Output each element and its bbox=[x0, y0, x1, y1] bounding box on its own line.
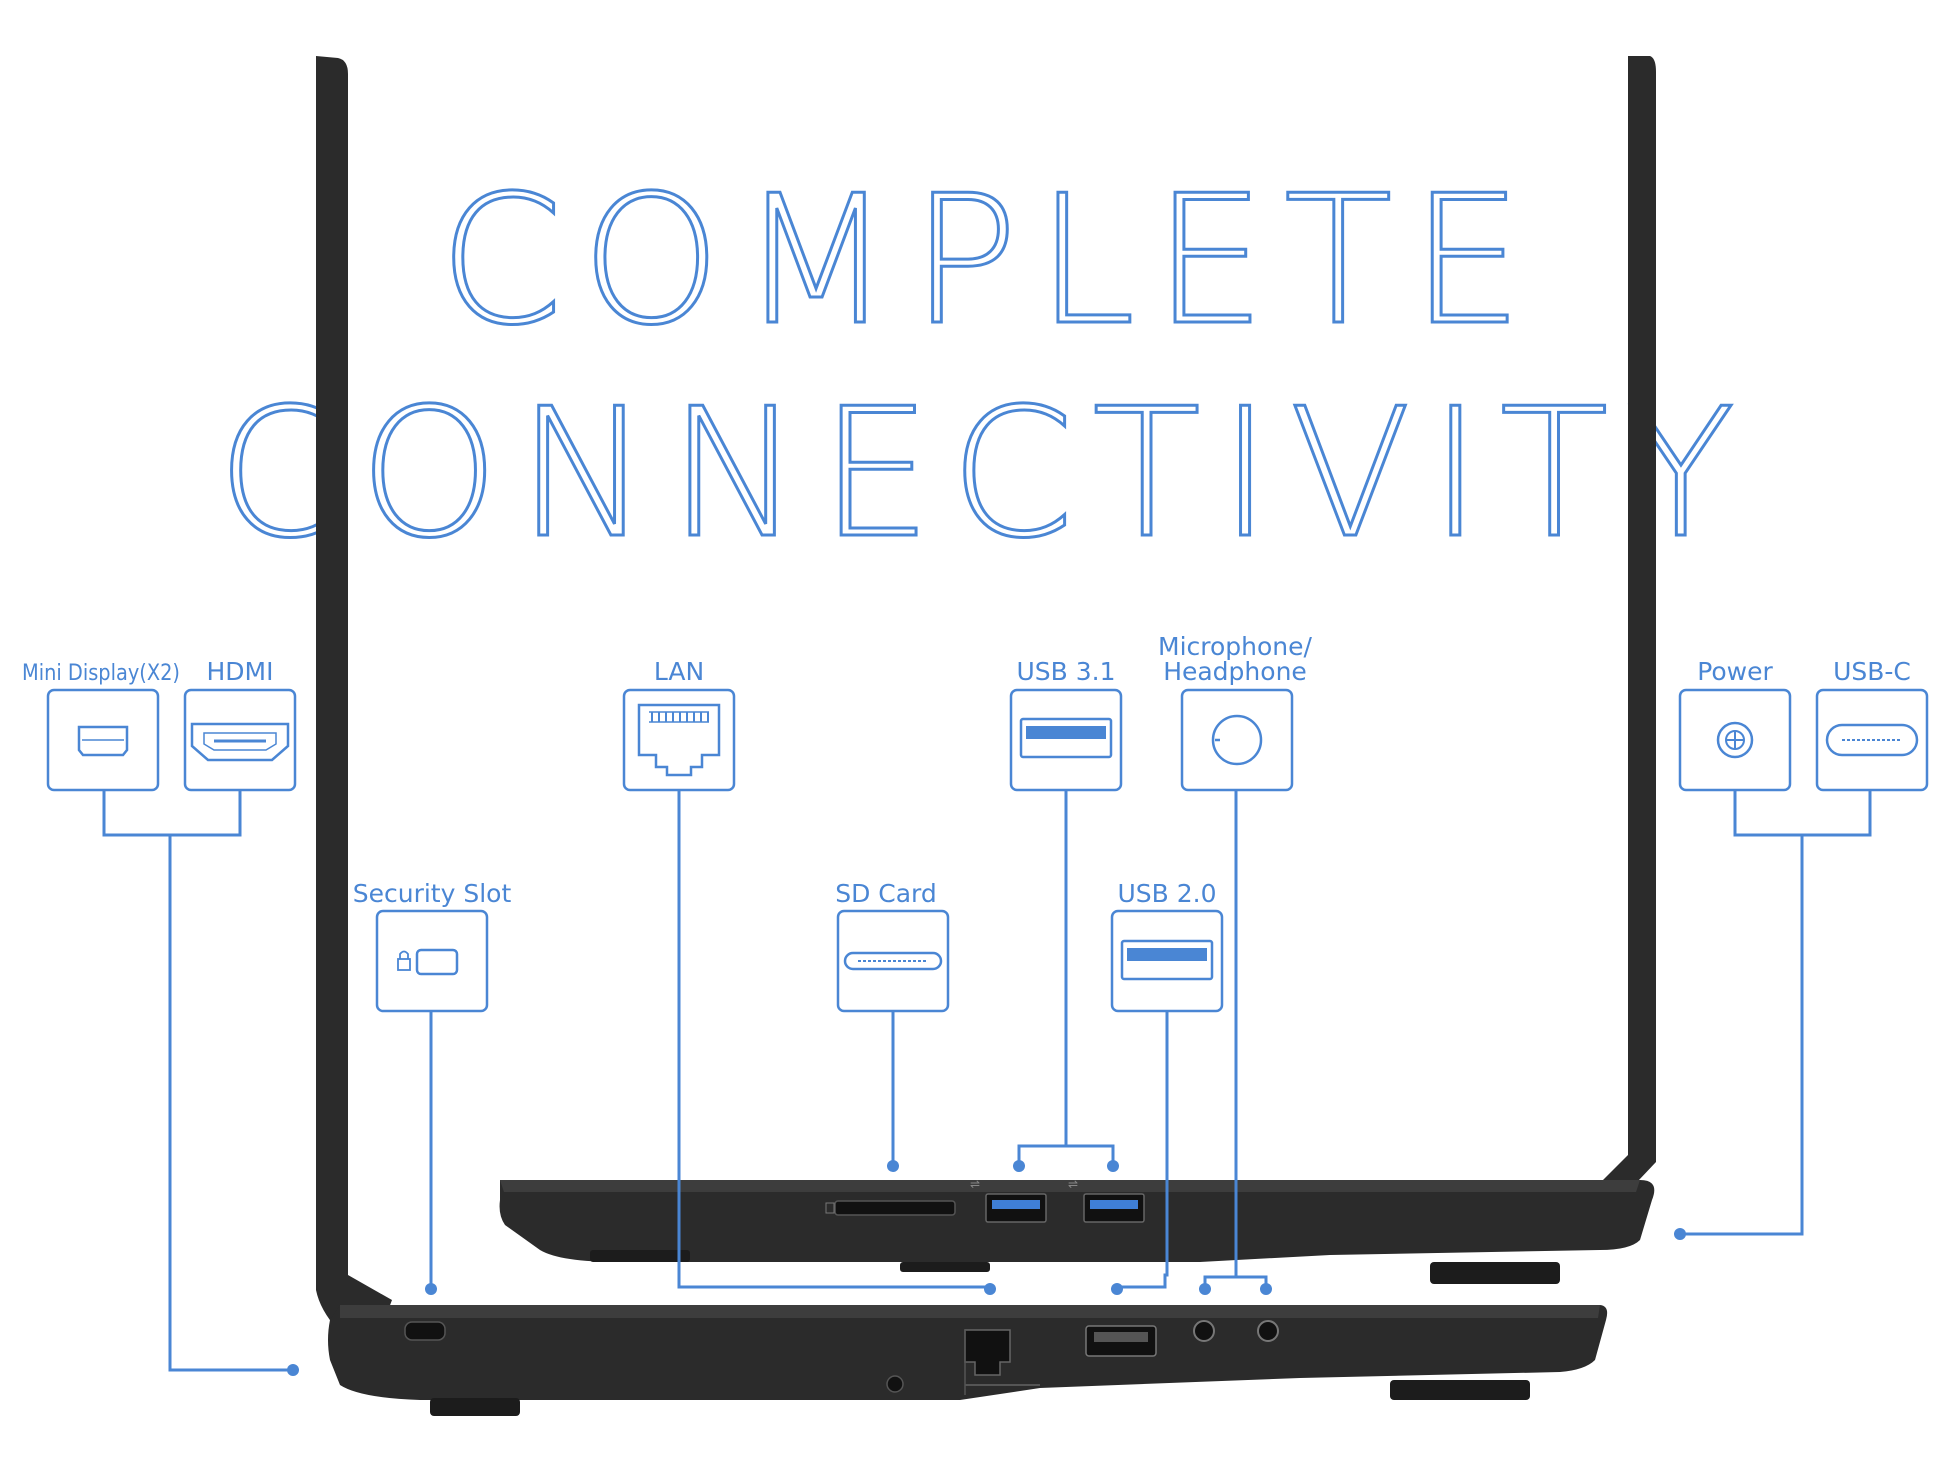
mic-label-line-1: Microphone/ bbox=[1158, 632, 1313, 661]
usb-c-icon bbox=[1825, 723, 1919, 757]
usb-a-icon bbox=[1019, 717, 1113, 759]
ethernet-icon bbox=[637, 703, 721, 777]
connector-lines bbox=[102, 790, 1872, 1372]
laptop-left-lid bbox=[316, 56, 392, 1345]
svg-text:⇌: ⇌ bbox=[970, 1177, 980, 1191]
sd-card-slot bbox=[834, 1200, 956, 1216]
lock-slot-icon bbox=[397, 948, 459, 976]
lan-port bbox=[964, 1329, 1011, 1376]
security-callout bbox=[375, 909, 489, 1013]
power-label: Power bbox=[1697, 657, 1773, 686]
sdcard-label: SD Card bbox=[835, 879, 937, 908]
headphone-jack bbox=[1257, 1320, 1279, 1342]
power-jack-icon bbox=[1716, 721, 1754, 759]
hdmi-label: HDMI bbox=[207, 657, 274, 686]
usb31-callout bbox=[1009, 688, 1123, 792]
mic-headphone-callout bbox=[1180, 688, 1294, 792]
usb20-label: USB 2.0 bbox=[1117, 879, 1216, 908]
headline-line-2: CONNECTIVITY bbox=[217, 370, 1753, 577]
laptop-right-side-view: ⇌ ⇌ bbox=[499, 1177, 1655, 1284]
hdmi-icon bbox=[190, 722, 290, 762]
mini-display-label: Mini Display(X2) bbox=[22, 661, 180, 686]
laptop-left-side-view bbox=[328, 1305, 1608, 1416]
mic-label-line-2: Headphone bbox=[1163, 657, 1307, 686]
usb-a-icon bbox=[1120, 939, 1214, 981]
audio-jack-icon bbox=[1211, 714, 1263, 766]
laptop-right-lid bbox=[1598, 56, 1656, 1200]
mic-jack bbox=[1193, 1320, 1215, 1342]
sd-card-icon bbox=[843, 951, 943, 971]
mini-displayport-icon bbox=[77, 725, 129, 757]
usbc-label: USB-C bbox=[1833, 657, 1911, 686]
security-label: Security Slot bbox=[353, 879, 512, 908]
usb31-label: USB 3.1 bbox=[1016, 657, 1115, 686]
connector-dots bbox=[287, 1160, 1686, 1376]
lan-label: LAN bbox=[654, 657, 704, 686]
security-slot-port bbox=[404, 1321, 446, 1341]
headline-line-1: COMPLETE bbox=[439, 157, 1541, 364]
svg-text:⇌: ⇌ bbox=[1068, 1177, 1078, 1191]
